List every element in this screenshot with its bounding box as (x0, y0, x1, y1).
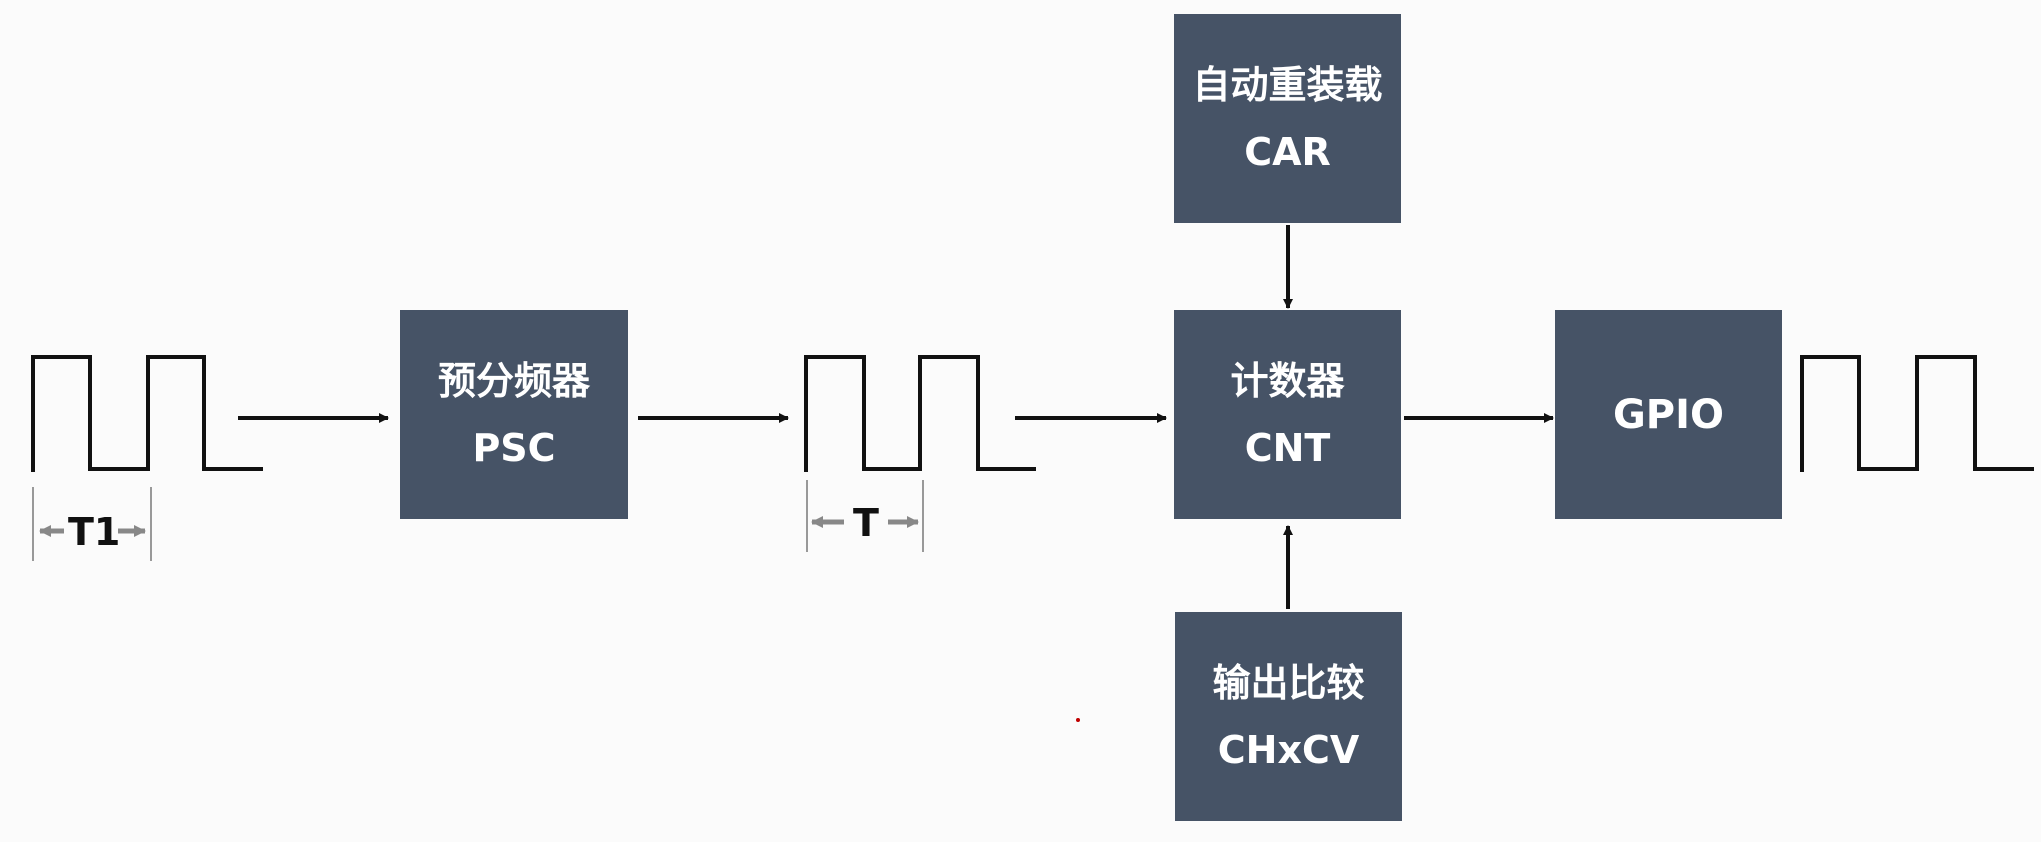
psc-block-code: PSC (472, 425, 556, 470)
car-block-name: 自动重装载 (1192, 63, 1383, 107)
scaled-period-label: T (853, 501, 879, 545)
psc-block-name: 预分频器 (437, 359, 590, 403)
ccr-block: 输出比较 CHxCV (1175, 612, 1402, 821)
cnt-block-code: CNT (1244, 425, 1331, 470)
input-clock-waveform (31, 355, 263, 472)
gpio-block-code: GPIO (1612, 391, 1725, 438)
gpio-block: GPIO (1555, 310, 1782, 519)
car-block: 自动重装载 CAR (1174, 14, 1401, 223)
scaled-clock-waveform (804, 355, 1036, 472)
input-period-label: T1 (68, 510, 121, 554)
red-dot (1076, 718, 1080, 722)
cnt-block-name: 计数器 (1230, 359, 1345, 403)
psc-block: 预分频器 PSC (400, 310, 628, 519)
ccr-block-code: CHxCV (1217, 727, 1360, 772)
ccr-block-name: 输出比较 (1212, 661, 1365, 705)
cnt-block: 计数器 CNT (1174, 310, 1401, 519)
output-waveform (1800, 355, 2034, 472)
car-block-code: CAR (1244, 129, 1331, 174)
